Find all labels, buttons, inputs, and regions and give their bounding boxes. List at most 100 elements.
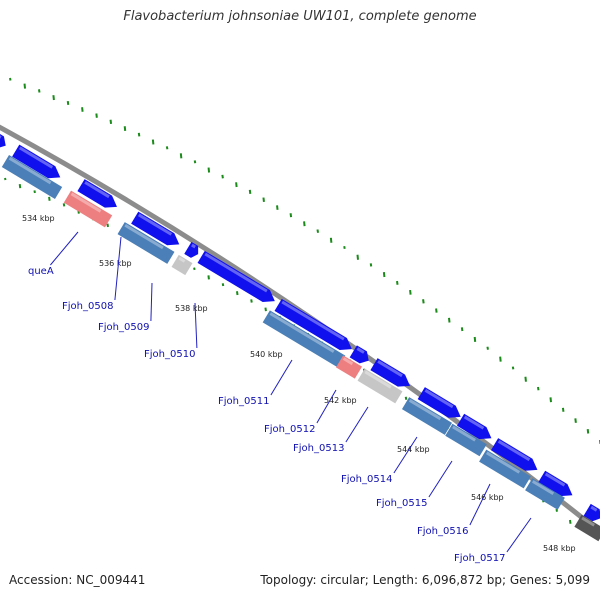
gc-tick-outer bbox=[316, 229, 319, 233]
gene-label-fjoh_0513[interactable]: Fjoh_0513 bbox=[293, 443, 344, 454]
gc-tick-outer bbox=[396, 280, 399, 285]
gene-label-leader bbox=[194, 302, 198, 349]
kbp-tick-label: 548 kbp bbox=[543, 544, 576, 553]
kbp-tick-label: 534 kbp bbox=[22, 214, 55, 223]
gc-tick-outer bbox=[38, 89, 41, 93]
gene-forward-6[interactable] bbox=[197, 250, 279, 307]
gc-tick-outer bbox=[369, 263, 373, 267]
gene-reverse-2[interactable] bbox=[117, 222, 175, 264]
gc-tick-inner bbox=[404, 396, 408, 400]
gene-label-leader bbox=[428, 460, 453, 498]
gene-reverse-5[interactable] bbox=[445, 423, 487, 457]
gene-forward-12[interactable] bbox=[490, 438, 541, 476]
gene-rna-2[interactable] bbox=[335, 355, 363, 379]
gene-label-fjoh_0515[interactable]: Fjoh_0515 bbox=[376, 498, 427, 509]
gc-tick-outer bbox=[486, 346, 489, 350]
gene-reverse-8[interactable] bbox=[574, 514, 600, 542]
kbp-tick-label: 546 kbp bbox=[471, 493, 504, 502]
gene-forward-14[interactable] bbox=[583, 503, 600, 524]
gc-tick-outer bbox=[549, 397, 552, 403]
gene-forward-5[interactable] bbox=[184, 241, 201, 260]
gc-tick-outer bbox=[574, 418, 577, 423]
gc-tick-inner bbox=[250, 299, 253, 303]
gc-tick-outer bbox=[356, 254, 359, 260]
gc-tick-outer bbox=[179, 153, 183, 159]
gene-forward-1[interactable] bbox=[0, 130, 9, 151]
gc-tick-outer bbox=[343, 246, 346, 249]
gene-track bbox=[0, 130, 600, 542]
gc-tick-outer bbox=[561, 407, 565, 412]
gc-tick-outer bbox=[95, 113, 98, 118]
gc-tick-inner bbox=[4, 177, 7, 181]
gene-label-leader bbox=[345, 406, 369, 443]
gene-label-leader bbox=[270, 359, 293, 396]
gc-tick-inner bbox=[62, 203, 66, 207]
kbp-tick-label: 544 kbp bbox=[397, 445, 430, 454]
genome-summary: Topology: circular; Length: 6,096,872 bp… bbox=[260, 573, 590, 587]
accession-text: Accession: NC_009441 bbox=[9, 573, 146, 587]
gene-forward-3[interactable] bbox=[77, 179, 120, 213]
gc-tick-outer bbox=[537, 386, 540, 391]
gc-tick-inner bbox=[106, 223, 109, 228]
gene-reverse-4[interactable] bbox=[401, 397, 453, 435]
gc-tick-outer bbox=[207, 167, 211, 173]
gc-tick-outer bbox=[460, 327, 464, 332]
gene-label-fjoh_0514[interactable]: Fjoh_0514 bbox=[341, 474, 392, 485]
gc-tick-outer bbox=[289, 213, 293, 218]
gene-label-fjoh_0511[interactable]: Fjoh_0511 bbox=[218, 396, 269, 407]
gene-forward-7[interactable] bbox=[274, 298, 356, 355]
gc-tick-outer bbox=[165, 146, 169, 150]
gene-rna-quea[interactable] bbox=[63, 190, 113, 228]
gc-tick-outer bbox=[511, 366, 515, 370]
gene-label-fjoh_0512[interactable]: Fjoh_0512 bbox=[264, 424, 315, 435]
gc-tick-outer bbox=[248, 189, 252, 194]
gene-label-fjoh_0509[interactable]: Fjoh_0509 bbox=[98, 322, 149, 333]
gene-reverse-7[interactable] bbox=[525, 478, 565, 510]
gc-tick-outer bbox=[382, 272, 386, 278]
gene-label-leader bbox=[50, 231, 79, 266]
gc-tick-outer bbox=[303, 221, 306, 227]
gc-tick-outer bbox=[499, 356, 502, 362]
gc-tick-outer bbox=[422, 299, 425, 304]
gc-tick-outer bbox=[473, 336, 477, 342]
gene-label-quea[interactable]: queA bbox=[28, 266, 54, 277]
gene-label-fjoh_0517[interactable]: Fjoh_0517 bbox=[454, 553, 505, 564]
map-title: Flavobacterium johnsoniae UW101, complet… bbox=[123, 9, 477, 24]
gene-label-layer: queA Fjoh_0508Fjoh_0509Fjoh_0510Fjoh_0511… bbox=[28, 231, 532, 564]
gene-forward-2[interactable] bbox=[12, 144, 64, 184]
kbp-tick-label: 540 kbp bbox=[250, 350, 283, 359]
gene-label-leader bbox=[506, 517, 532, 553]
gc-tick-inner bbox=[48, 196, 51, 201]
gene-forward-13[interactable] bbox=[537, 470, 576, 502]
gene-pseudo-2[interactable] bbox=[357, 368, 403, 404]
gene-forward-4[interactable] bbox=[131, 211, 183, 251]
gene-pseudo-1[interactable] bbox=[171, 254, 193, 276]
gc-tick-inner bbox=[207, 275, 210, 280]
gene-reverse-3[interactable] bbox=[262, 310, 346, 368]
gc-tick-inner bbox=[236, 291, 239, 296]
gc-tick-outer bbox=[81, 107, 84, 112]
gc-tick-inner bbox=[569, 519, 572, 524]
gene-label-fjoh_0508[interactable]: Fjoh_0508 bbox=[62, 301, 113, 312]
gc-tick-outer bbox=[235, 182, 238, 188]
gc-tick-inner bbox=[33, 190, 36, 194]
gene-forward-10[interactable] bbox=[417, 387, 465, 423]
gc-tick-outer bbox=[123, 126, 127, 132]
gc-tick-inner bbox=[193, 267, 196, 271]
gene-reverse-1[interactable] bbox=[1, 155, 63, 199]
gene-label-leader bbox=[114, 236, 122, 301]
gene-label-leader bbox=[316, 389, 337, 424]
kbp-tick-label: 536 kbp bbox=[99, 259, 132, 268]
gene-forward-11[interactable] bbox=[456, 413, 495, 445]
kbp-tick-label: 538 kbp bbox=[175, 304, 208, 313]
gene-label-fjoh_0516[interactable]: Fjoh_0516 bbox=[417, 526, 468, 537]
gene-label-leader bbox=[393, 436, 418, 474]
gc-tick-outer bbox=[276, 205, 279, 210]
gene-forward-8[interactable] bbox=[349, 345, 373, 366]
gene-reverse-6[interactable] bbox=[479, 449, 531, 489]
gc-tick-outer bbox=[586, 429, 590, 434]
gc-tick-outer bbox=[137, 132, 141, 137]
gene-label-fjoh_0510[interactable]: Fjoh_0510 bbox=[144, 349, 195, 360]
gc-tick-outer bbox=[66, 101, 70, 106]
gene-forward-9[interactable] bbox=[370, 358, 413, 392]
